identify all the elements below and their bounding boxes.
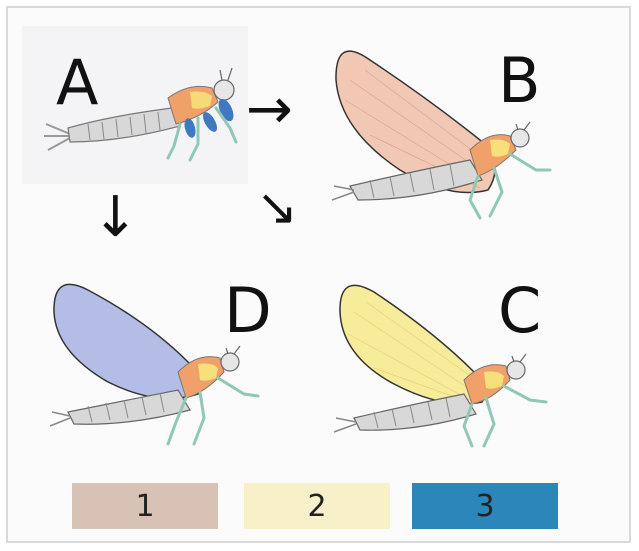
legend-box-2: 2	[244, 483, 390, 529]
legend-box-3: 3	[412, 483, 558, 529]
subimago-b-illustration	[330, 40, 590, 240]
imago-c-illustration	[334, 276, 584, 456]
arrow-a-to-d: ↓	[92, 190, 139, 246]
arrow-a-to-c: ↘	[256, 182, 298, 232]
nymph-illustration	[40, 62, 240, 172]
arrow-a-to-b: →	[246, 82, 293, 138]
legend-box-1: 1	[72, 483, 218, 529]
subimago-d-illustration	[48, 272, 288, 452]
legend-label-2: 2	[307, 489, 326, 524]
legend-label-1: 1	[135, 489, 154, 524]
legend-label-3: 3	[475, 489, 494, 524]
